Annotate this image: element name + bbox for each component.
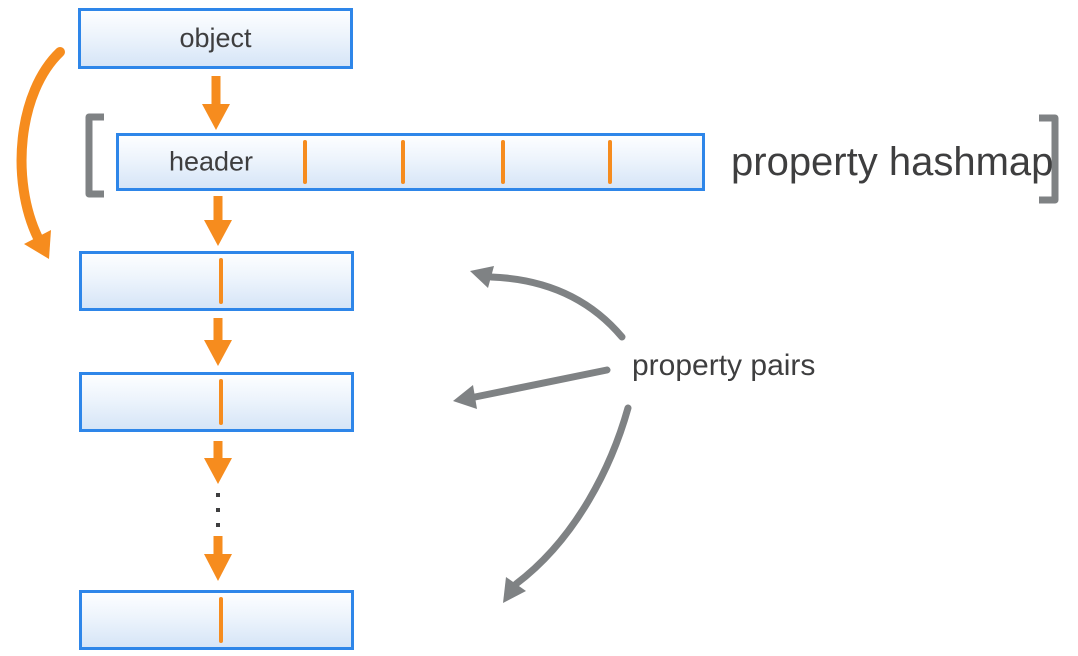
property-pair-box	[79, 590, 354, 650]
ellipsis-to-pair3-arrow	[204, 536, 232, 581]
hashmap-annotation-label: property hashmap	[731, 140, 1054, 184]
property-pair-box	[79, 372, 354, 432]
hashmap-slot-divider	[501, 140, 505, 184]
hashmap-slot-divider	[401, 140, 405, 184]
object-to-hashmap-arrow	[202, 76, 230, 130]
ellipsis-dot	[216, 523, 220, 527]
pair1-to-pair2-arrow	[204, 318, 232, 366]
hashmap-header-label: header	[168, 146, 254, 177]
pair-divider	[219, 597, 223, 643]
pairs-annotation-label: property pairs	[632, 349, 816, 382]
hashmap-slot-divider	[608, 140, 612, 184]
pair2-to-ellipsis-arrow	[204, 441, 232, 484]
hashmap-box: header	[116, 133, 705, 191]
hashmap-slot-divider	[303, 140, 307, 184]
pair-divider	[219, 258, 223, 304]
property-pair-box	[79, 251, 354, 311]
object-to-pairs-curved-arrow	[16, 47, 65, 259]
ellipsis-dot	[216, 493, 220, 497]
pairs-arrow-bottom	[503, 404, 632, 603]
ellipsis-dot	[216, 508, 220, 512]
left-bracket	[85, 113, 104, 198]
pairs-arrow-top	[470, 266, 626, 341]
right-bracket	[1039, 114, 1059, 204]
pairs-arrow-middle	[453, 366, 611, 409]
pair-divider	[219, 379, 223, 425]
hashmap-to-pair1-arrow	[204, 196, 232, 246]
object-box: object	[78, 8, 353, 69]
object-box-label: object	[179, 23, 252, 53]
